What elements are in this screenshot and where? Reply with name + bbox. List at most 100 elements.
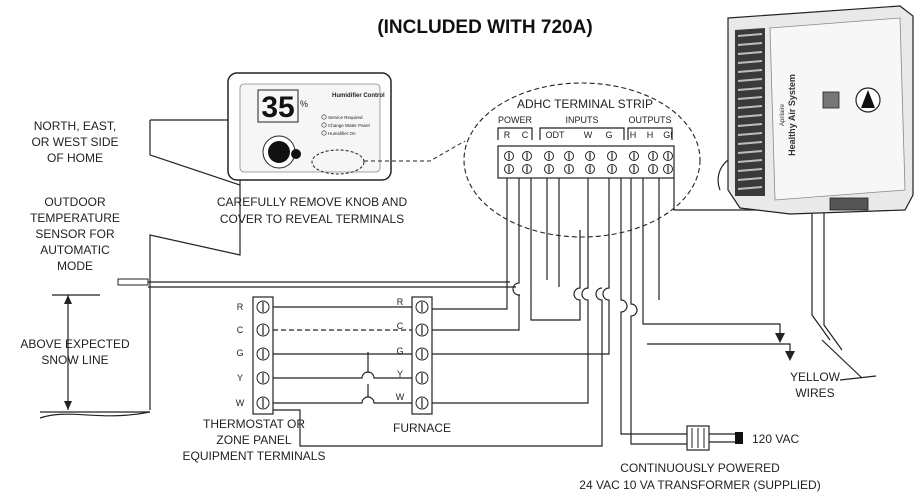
vent-slat xyxy=(737,114,763,118)
pin-label-h1: H xyxy=(630,130,637,140)
humidifier-control-panel: 35 % Humidifier Control Service Required… xyxy=(227,72,392,181)
indicator-humidifier-on: Humidifier On xyxy=(328,131,356,136)
thermostat-pin-label-y: Y xyxy=(237,373,243,383)
pin-label-r: R xyxy=(504,130,511,140)
thermostat-screw xyxy=(256,371,270,385)
vent-slat xyxy=(737,150,763,154)
outdoor-sensor-line-1: OUTDOOR xyxy=(44,195,106,209)
strip-screw-top xyxy=(504,151,514,161)
strip-screw-top xyxy=(648,151,658,161)
home-side-line-1: NORTH, EAST, xyxy=(34,119,116,133)
indicator-service-required: Service Required xyxy=(328,115,363,120)
snow-line-label-2: SNOW LINE xyxy=(41,353,108,367)
strip-screw-bottom xyxy=(522,164,532,174)
furnace-screw xyxy=(415,347,429,361)
pin-label-g: G xyxy=(605,130,612,140)
terminal-strip-title: ADHC TERMINAL STRIP xyxy=(517,97,653,111)
thermostat-screw xyxy=(256,323,270,337)
pin-label-odt: ODT xyxy=(546,130,566,140)
furnace-pin-label-w: W xyxy=(396,392,405,402)
thermostat-label-line-3: EQUIPMENT TERMINALS xyxy=(183,449,326,463)
furnace-screw xyxy=(415,371,429,385)
strip-screw-bottom xyxy=(663,164,673,174)
strip-screw-top xyxy=(522,151,532,161)
furnace-pin-label-r: R xyxy=(397,297,404,307)
humidifier-knob xyxy=(822,91,840,109)
snow-line-label-1: ABOVE EXPECTED xyxy=(20,337,130,351)
pin-label-gf: Gf xyxy=(663,130,673,140)
vent-slat xyxy=(737,123,763,127)
thermostat-pin-label-w: W xyxy=(236,398,245,408)
vent-slat xyxy=(737,33,763,37)
vent-slat xyxy=(737,78,763,82)
furnace-pin-label-y: Y xyxy=(397,369,403,379)
strip-screw-bottom xyxy=(544,164,554,174)
vent-slat xyxy=(737,132,763,136)
thermostat-pin-label-c: C xyxy=(237,325,244,335)
thermostat-pin-label-r: R xyxy=(237,302,244,312)
humidifier-unit: Healthy Air System Aprilaire xyxy=(717,5,914,215)
transformer xyxy=(686,425,743,451)
outdoor-sensor-line-2: TEMPERATURE xyxy=(30,211,120,225)
strip-screw-bottom xyxy=(504,164,514,174)
terminal-strip-block xyxy=(497,145,675,179)
furnace-screw xyxy=(415,300,429,314)
knob-note-line-1: CAREFULLY REMOVE KNOB AND xyxy=(217,195,408,209)
vent-slat xyxy=(737,159,763,163)
outdoor-sensor-probe xyxy=(117,278,516,288)
pin-label-h2: H xyxy=(647,130,654,140)
strip-screw-bottom xyxy=(607,164,617,174)
knob-note-line-2: COVER TO REVEAL TERMINALS xyxy=(220,212,404,226)
furnace-screw xyxy=(415,323,429,337)
pin-label-c: C xyxy=(522,130,529,140)
thermostat-label-line-2: ZONE PANEL xyxy=(216,433,291,447)
control-display-unit: % xyxy=(300,99,308,109)
group-power-label: POWER xyxy=(498,115,533,125)
furnace-label: FURNACE xyxy=(393,421,451,435)
vac-label: 120 VAC xyxy=(752,432,799,446)
thermostat-label-line-1: THERMOSTAT OR xyxy=(203,417,305,431)
outdoor-sensor-line-4: AUTOMATIC xyxy=(40,243,110,257)
strip-screw-bottom xyxy=(629,164,639,174)
yellow-wires-line-2: WIRES xyxy=(795,386,834,400)
vent-slat xyxy=(737,51,763,55)
vent-slat xyxy=(737,105,763,109)
indicator-change-water-panel: Change Water Panel xyxy=(328,123,370,128)
strip-screw-top xyxy=(564,151,574,161)
strip-screw-bottom xyxy=(585,164,595,174)
thermostat-screw xyxy=(256,396,270,410)
pin-label-w: W xyxy=(584,130,593,140)
diagram-title: (INCLUDED WITH 720A) xyxy=(377,17,592,38)
strip-screw-top xyxy=(629,151,639,161)
vent-slat xyxy=(737,42,763,46)
strip-screw-top xyxy=(663,151,673,161)
home-side-line-2: OR WEST SIDE xyxy=(31,135,118,149)
unit-model-text: Healthy Air System xyxy=(787,74,797,156)
vent-slat xyxy=(737,87,763,91)
outdoor-sensor-line-3: SENSOR FOR xyxy=(35,227,115,241)
unit-brand-text: Aprilaire xyxy=(780,103,786,126)
strip-screw-top xyxy=(607,151,617,161)
home-side-line-3: OF HOME xyxy=(47,151,103,165)
outdoor-sensor-line-5: MODE xyxy=(57,259,93,273)
vent-slat xyxy=(737,177,763,181)
control-display-value: 35 xyxy=(261,91,294,124)
thermostat-pin-label-g: G xyxy=(236,348,243,358)
thermostat-screw xyxy=(256,347,270,361)
group-outputs-label: OUTPUTS xyxy=(628,115,671,125)
furnace-pin-label-g: G xyxy=(396,346,403,356)
strip-screw-top xyxy=(544,151,554,161)
strip-screw-bottom xyxy=(564,164,574,174)
strip-screw-top xyxy=(585,151,595,161)
group-inputs-label: INPUTS xyxy=(565,115,598,125)
transformer-label-line-2: 24 VAC 10 VA TRANSFORMER (SUPPLIED) xyxy=(579,478,820,492)
furnace-terminal-block xyxy=(411,296,433,415)
snow-line-dimension xyxy=(52,294,100,410)
thermostat-screw xyxy=(256,300,270,314)
thermostat-terminal-block xyxy=(252,296,274,415)
vent-slat xyxy=(737,141,763,145)
control-knob xyxy=(268,141,290,163)
yellow-wires-line-1: YELLOW xyxy=(790,370,841,384)
strip-screw-bottom xyxy=(648,164,658,174)
